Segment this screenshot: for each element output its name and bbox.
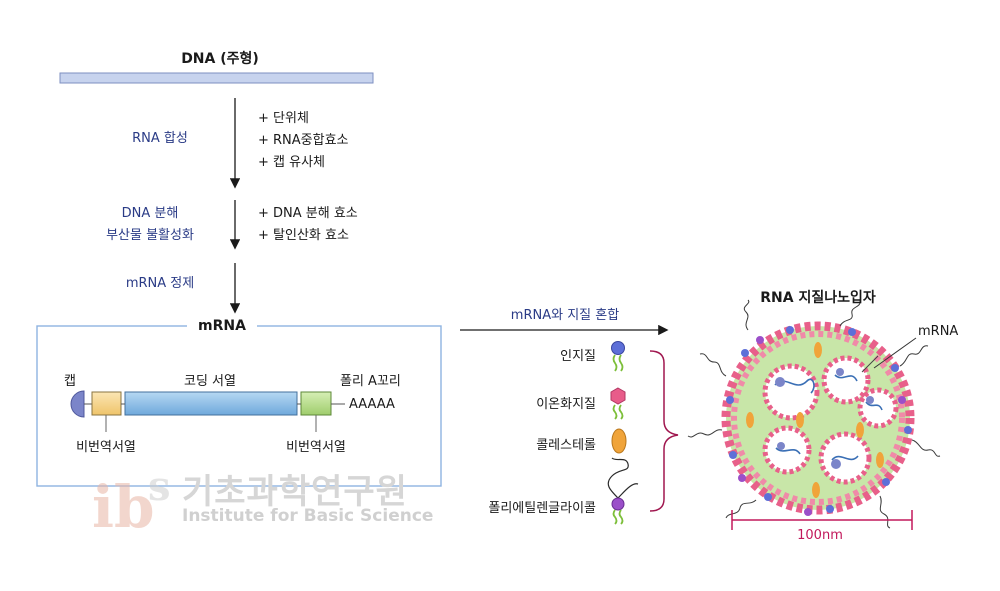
lnp-title: RNA 지질나노입자 bbox=[760, 290, 876, 306]
watermark-korean: 기초과학연구원 bbox=[182, 472, 408, 512]
step-dna-degradation-items: + DNA 분해 효소 + 탈인산화 효소 bbox=[258, 203, 358, 247]
dna-template-title: DNA (주형) bbox=[181, 51, 259, 67]
svg-text:ib: ib bbox=[92, 473, 155, 541]
watermark-english: Institute for Basic Science bbox=[182, 506, 434, 526]
reagent-item: + RNA중합효소 bbox=[258, 133, 349, 148]
lipid-nanoparticle bbox=[687, 299, 941, 529]
reagent-item: + 캡 유사체 bbox=[258, 155, 325, 170]
utr-right-block bbox=[300, 391, 332, 416]
reagent-item: + 단위체 bbox=[258, 111, 309, 126]
utr-left-label: 비번역서열 bbox=[76, 440, 136, 455]
ionizable-lipid-icon bbox=[610, 387, 626, 420]
scale-bar-label: 100nm bbox=[797, 528, 843, 543]
polya-label: 폴리 A꼬리 bbox=[340, 374, 401, 389]
ibs-logo: ib s bbox=[92, 463, 171, 541]
step-label-line: mRNA 정제 bbox=[125, 276, 195, 291]
utr-right-label: 비번역서열 bbox=[286, 440, 346, 455]
step-dna-degradation-label: DNA 분해 부산물 불활성화 bbox=[80, 203, 220, 247]
cap-label: 캡 bbox=[64, 374, 76, 389]
step-rna-synthesis-label: RNA 합성 bbox=[100, 128, 220, 150]
phospholipid-icon bbox=[611, 341, 625, 372]
polya-sequence: AAAAA bbox=[349, 397, 395, 412]
utr-left-block bbox=[91, 391, 122, 416]
peg-lipid-icon bbox=[607, 457, 639, 525]
component-ionizable-lipid-label: 이온화지질 bbox=[536, 397, 596, 412]
component-phospholipid-label: 인지질 bbox=[560, 349, 596, 364]
scale-bar bbox=[731, 510, 913, 530]
coding-block bbox=[124, 391, 298, 416]
lnp-mrna-label: mRNA bbox=[918, 324, 959, 339]
component-brace bbox=[649, 350, 679, 512]
reagent-item: + DNA 분해 효소 bbox=[258, 206, 358, 221]
dna-template-bar bbox=[59, 72, 374, 84]
mrna-pointer-line bbox=[873, 337, 917, 369]
step-label-line: RNA 합성 bbox=[132, 131, 188, 146]
mix-step-label: mRNA와 지질 혼합 bbox=[510, 308, 620, 323]
cholesterol-icon bbox=[611, 428, 627, 454]
svg-text:s: s bbox=[148, 463, 171, 510]
coding-label: 코딩 서열 bbox=[184, 374, 236, 389]
step-purification-label: mRNA 정제 bbox=[100, 273, 220, 295]
mrna-box-title: mRNA bbox=[187, 318, 257, 334]
step-rna-synthesis-items: + 단위체 + RNA중합효소 + 캡 유사체 bbox=[258, 108, 349, 174]
reagent-item: + 탈인산화 효소 bbox=[258, 228, 349, 243]
component-cholesterol-label: 콜레스테롤 bbox=[536, 438, 596, 453]
cap-shape bbox=[70, 390, 85, 418]
step-label-line: 부산물 불활성화 bbox=[106, 228, 194, 243]
component-peg-label: 폴리에틸렌글라이콜 bbox=[488, 501, 596, 516]
step-label-line: DNA 분해 bbox=[121, 206, 179, 221]
